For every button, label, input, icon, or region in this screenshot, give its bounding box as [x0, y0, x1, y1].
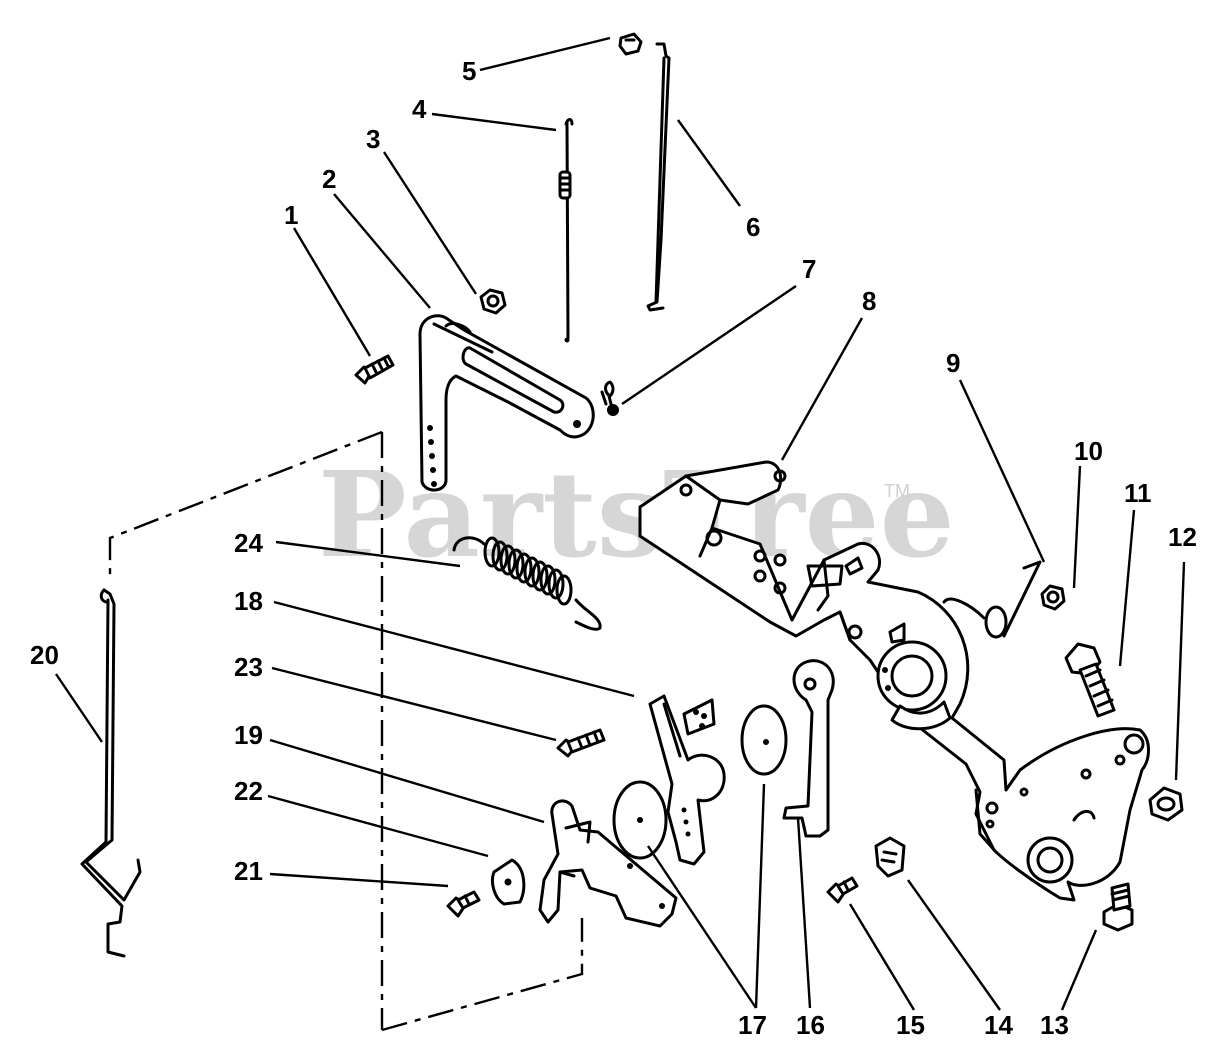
part-5-nut[interactable]: [618, 32, 643, 56]
callout-16[interactable]: 16: [796, 1010, 825, 1040]
part-16-lever[interactable]: [782, 659, 835, 838]
callout-8[interactable]: 8: [862, 286, 876, 316]
part-18-arm[interactable]: [648, 694, 726, 866]
callout-17[interactable]: 17: [738, 1010, 767, 1040]
part-17-washer-b[interactable]: [612, 780, 668, 860]
callout-18[interactable]: 18: [234, 586, 263, 616]
callout-10[interactable]: 10: [1074, 436, 1103, 466]
callout-7[interactable]: 7: [802, 254, 816, 284]
part-3-nut[interactable]: [479, 288, 507, 315]
callout-20[interactable]: 20: [30, 640, 59, 670]
callout-12[interactable]: 12: [1168, 522, 1197, 552]
callout-14[interactable]: 14: [984, 1010, 1013, 1040]
leader-lines: [55, 36, 1186, 1011]
part-23-screw[interactable]: [556, 728, 606, 758]
part-11-bolt[interactable]: [1064, 642, 1116, 718]
part-1-screw[interactable]: [354, 354, 395, 385]
callout-13[interactable]: 13: [1040, 1010, 1069, 1040]
part-19-lever[interactable]: [538, 799, 678, 928]
part-20-rod[interactable]: [80, 588, 142, 958]
callout-23[interactable]: 23: [234, 652, 263, 682]
callout-15[interactable]: 15: [896, 1010, 925, 1040]
callout-6[interactable]: 6: [746, 212, 760, 242]
part-12-nut[interactable]: [1148, 786, 1184, 822]
part-22-washer[interactable]: [490, 858, 526, 906]
part-13-screw[interactable]: [1102, 882, 1134, 932]
callout-5[interactable]: 5: [462, 56, 476, 86]
watermark-trademark: TM: [884, 481, 910, 501]
callout-3[interactable]: 3: [366, 124, 380, 154]
part-24-spring[interactable]: [452, 536, 602, 631]
part-8-control-bracket[interactable]: [638, 460, 1150, 902]
part-2-bracket[interactable]: [418, 314, 595, 492]
part-6-rod[interactable]: [646, 42, 671, 312]
part-10-nut[interactable]: [1040, 584, 1066, 611]
assembly-group-lines: [108, 430, 584, 1032]
part-9-spring[interactable]: [942, 560, 1042, 639]
part-14-clip[interactable]: [874, 836, 906, 878]
callout-2[interactable]: 2: [322, 164, 336, 194]
part-21-screw[interactable]: [446, 890, 481, 918]
callout-labels: 5 4 3 2 1 6 7 8 9 10 11 12 24 18 20 23 1…: [30, 56, 1197, 1040]
part-7-clip[interactable]: [600, 380, 619, 416]
part-4-link[interactable]: [558, 118, 574, 343]
callout-1[interactable]: 1: [284, 200, 298, 230]
callout-4[interactable]: 4: [412, 94, 427, 124]
callout-24[interactable]: 24: [234, 528, 263, 558]
part-15-screw[interactable]: [826, 876, 859, 904]
callout-19[interactable]: 19: [234, 720, 263, 750]
callout-11[interactable]: 11: [1124, 478, 1152, 508]
callout-9[interactable]: 9: [946, 348, 960, 378]
callout-21[interactable]: 21: [234, 856, 263, 886]
callout-22[interactable]: 22: [234, 776, 263, 806]
part-17-washer-a[interactable]: [740, 704, 788, 776]
